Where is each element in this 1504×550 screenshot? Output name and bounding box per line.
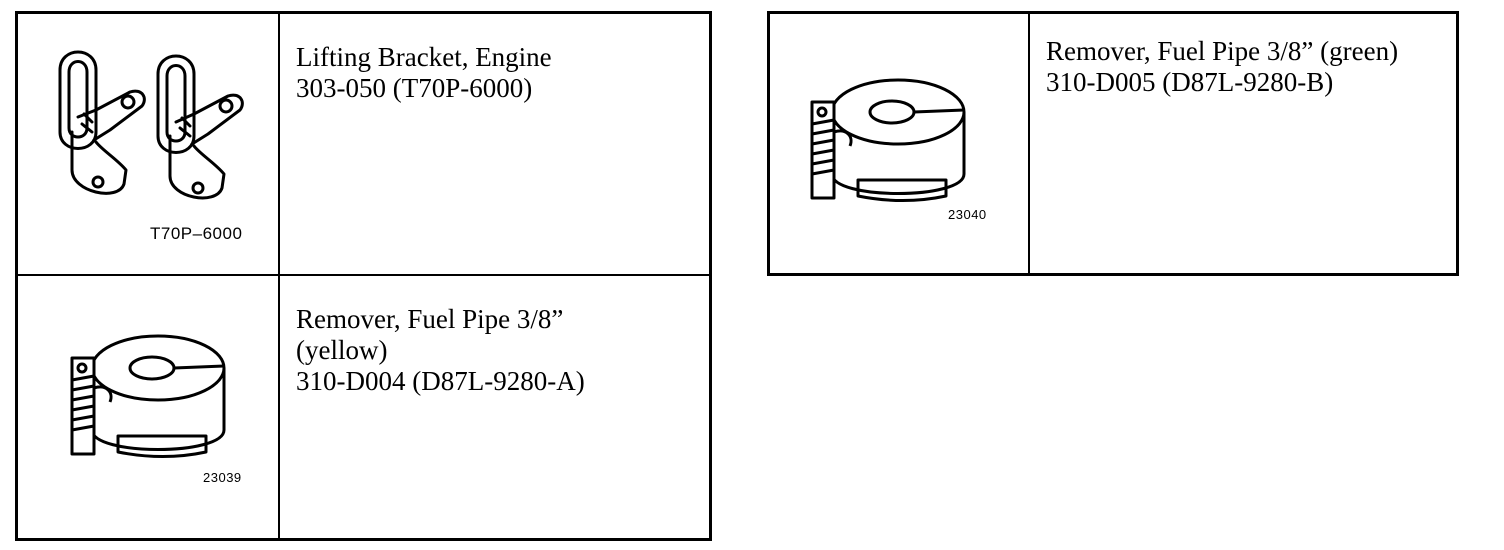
tool-part-number: 310-D004 (D87L-9280-A)	[296, 365, 585, 396]
tool-row-lifting-bracket: T70P–6000 Lifting Bracket, Engine 303-05…	[15, 11, 712, 276]
tool-description-cell: Remover, Fuel Pipe 3/8” (yellow) 310-D00…	[278, 273, 712, 541]
figure-label: 23039	[203, 469, 242, 485]
tool-image-cell: T70P–6000	[15, 11, 280, 276]
tool-name: Lifting Bracket, Engine	[296, 42, 552, 72]
tool-image-cell: 23040	[767, 11, 1030, 276]
tool-description-cell: Lifting Bracket, Engine 303-050 (T70P-60…	[278, 11, 712, 276]
tool-description-cell: Remover, Fuel Pipe 3/8” (green) 310-D005…	[1028, 11, 1459, 276]
tool-name: Remover, Fuel Pipe 3/8”	[296, 303, 564, 334]
tool-row-fuel-pipe-remover-yellow: 23039 Remover, Fuel Pipe 3/8” (yellow) 3…	[15, 273, 712, 541]
fuel-pipe-remover-icon	[810, 78, 966, 202]
right-tools-table: 23040 Remover, Fuel Pipe 3/8” (green) 31…	[767, 11, 1459, 276]
tool-name: Remover, Fuel Pipe 3/8” (green)	[1046, 36, 1399, 66]
lifting-bracket-icon	[58, 50, 244, 200]
tool-row-fuel-pipe-remover-green: 23040 Remover, Fuel Pipe 3/8” (green) 31…	[767, 11, 1459, 276]
tool-color: (yellow)	[296, 334, 388, 365]
tool-image-cell: 23039	[15, 273, 280, 541]
figure-label: T70P–6000	[150, 224, 243, 243]
tool-part-number: 310-D005 (D87L-9280-B)	[1046, 67, 1334, 97]
left-tools-table: T70P–6000 Lifting Bracket, Engine 303-05…	[15, 11, 712, 541]
figure-label: 23040	[948, 207, 987, 222]
tool-part-number: 303-050 (T70P-6000)	[296, 73, 533, 103]
fuel-pipe-remover-icon	[70, 334, 226, 458]
